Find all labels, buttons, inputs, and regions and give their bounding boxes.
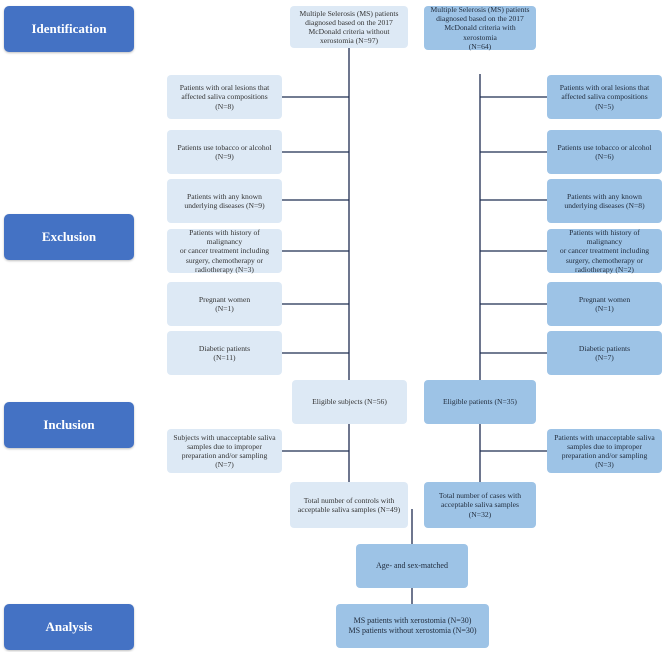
matched-text: Age- and sex-matched bbox=[376, 561, 448, 571]
stage-exclusion: Exclusion bbox=[4, 214, 134, 260]
cases-exclusion-box: Pregnant women (N=1) bbox=[547, 282, 662, 326]
analysis-text: MS patients with xerostomia (N=30) MS pa… bbox=[348, 616, 477, 635]
controls-exclusion-text: Patients with history of malignancy or c… bbox=[179, 227, 270, 274]
stage-identification: Identification bbox=[4, 6, 134, 52]
controls-exclusion-box: Patients with history of malignancy or c… bbox=[167, 227, 282, 274]
cases-eligible-box: Eligible patients (N=35) bbox=[424, 380, 536, 424]
cases-unacceptable-text: Patients with unacceptable saliva sample… bbox=[554, 432, 655, 470]
cases-eligible-text: Eligible patients (N=35) bbox=[443, 397, 517, 407]
cases-exclusion-box: Patients use tobacco or alcohol (N=6) bbox=[547, 130, 662, 174]
cases-exclusion-box: Diabetic patients (N=7) bbox=[547, 331, 662, 375]
cases-identified-text: Multiple Selerosis (MS) patients diagnos… bbox=[430, 4, 530, 51]
controls-eligible-text: Eligible subjects (N=56) bbox=[312, 397, 387, 407]
cases-total-text: Total number of cases with acceptable sa… bbox=[438, 491, 522, 519]
stage-analysis: Analysis bbox=[4, 604, 134, 650]
cases-unacceptable-box: Patients with unacceptable saliva sample… bbox=[547, 429, 662, 473]
controls-exclusion-box: Diabetic patients (N=11) bbox=[167, 331, 282, 375]
analysis-box: MS patients with xerostomia (N=30) MS pa… bbox=[336, 604, 489, 648]
cases-exclusion-text: Patients with any known underlying disea… bbox=[564, 191, 645, 210]
controls-exclusion-box: Patients use tobacco or alcohol (N=9) bbox=[167, 130, 282, 174]
cases-exclusion-text: Patients with history of malignancy or c… bbox=[559, 227, 650, 274]
cases-exclusion-text: Pregnant women (N=1) bbox=[578, 294, 631, 313]
controls-total-box: Total number of controls with acceptable… bbox=[290, 482, 408, 528]
controls-eligible-box: Eligible subjects (N=56) bbox=[292, 380, 407, 424]
controls-exclusion-text: Pregnant women (N=1) bbox=[198, 294, 251, 313]
controls-unacceptable-box: Subjects with unacceptable saliva sample… bbox=[167, 429, 282, 473]
cases-exclusion-box: Patients with any known underlying disea… bbox=[547, 179, 662, 223]
controls-exclusion-text: Diabetic patients (N=11) bbox=[198, 343, 251, 362]
cases-exclusion-box: Patients with history of malignancy or c… bbox=[547, 227, 662, 274]
cases-exclusion-text: Patients with oral lesions that affected… bbox=[559, 83, 650, 111]
controls-exclusion-text: Patients with oral lesions that affected… bbox=[179, 83, 270, 111]
stage-inclusion: Inclusion bbox=[4, 402, 134, 448]
controls-total-text: Total number of controls with acceptable… bbox=[297, 495, 401, 514]
matched-box: Age- and sex-matched bbox=[356, 544, 468, 588]
controls-exclusion-box: Patients with oral lesions that affected… bbox=[167, 75, 282, 119]
cases-total-box: Total number of cases with acceptable sa… bbox=[424, 482, 536, 528]
cases-exclusion-text: Patients use tobacco or alcohol (N=6) bbox=[557, 142, 652, 161]
cases-identified-box: Multiple Selerosis (MS) patients diagnos… bbox=[424, 4, 536, 51]
controls-exclusion-text: Patients with any known underlying disea… bbox=[184, 191, 265, 210]
cases-exclusion-box: Patients with oral lesions that affected… bbox=[547, 75, 662, 119]
cases-exclusion-text: Diabetic patients (N=7) bbox=[578, 343, 631, 362]
controls-identified-box: Multiple Selerosis (MS) patients diagnos… bbox=[290, 6, 408, 48]
controls-exclusion-box: Patients with any known underlying disea… bbox=[167, 179, 282, 223]
controls-exclusion-box: Pregnant women (N=1) bbox=[167, 282, 282, 326]
controls-identified-text: Multiple Selerosis (MS) patients diagnos… bbox=[299, 8, 399, 46]
controls-exclusion-text: Patients use tobacco or alcohol (N=9) bbox=[177, 142, 272, 161]
controls-unacceptable-text: Subjects with unacceptable saliva sample… bbox=[173, 432, 276, 470]
